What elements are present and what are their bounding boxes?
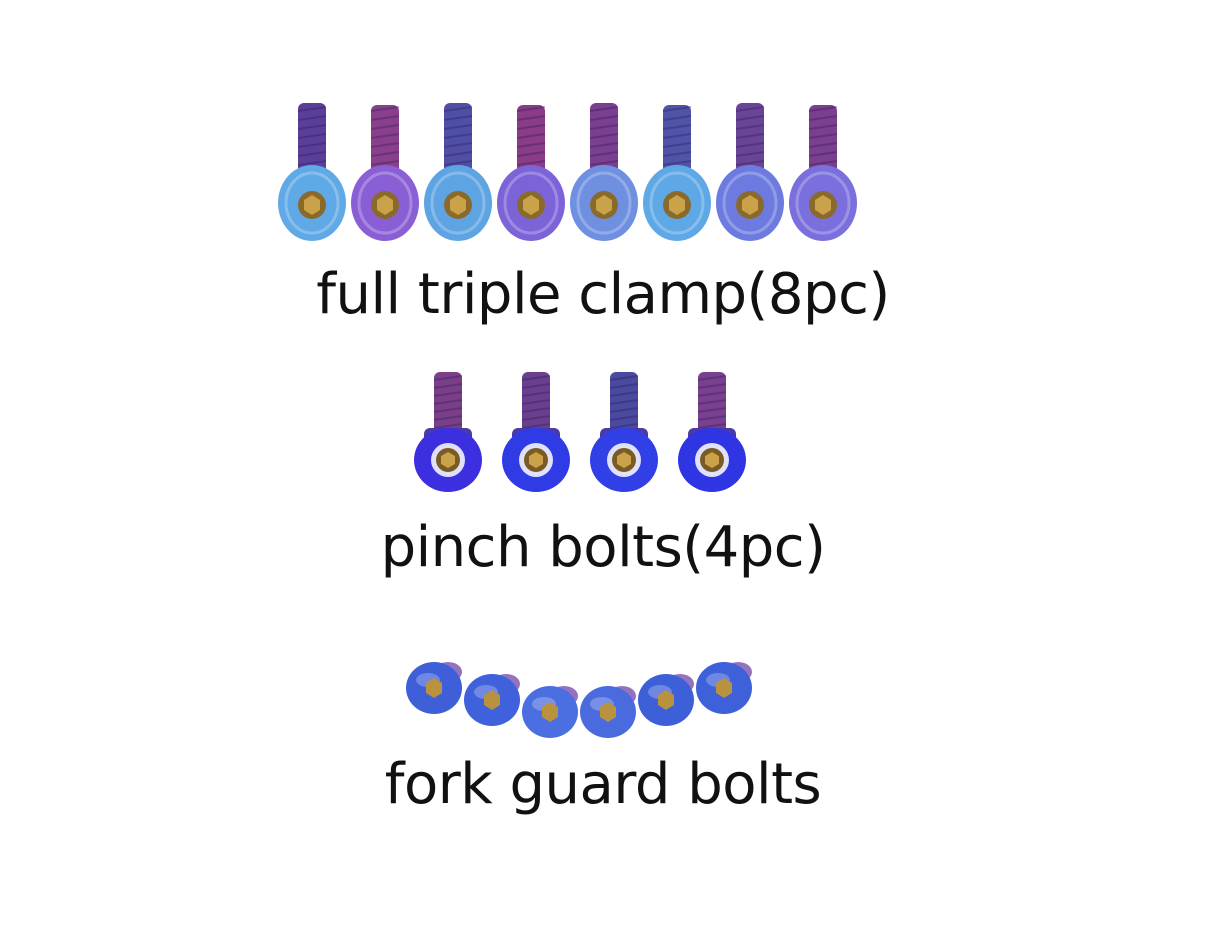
fork-guard-bolts-image xyxy=(406,662,752,738)
pinch-bolts-image xyxy=(414,372,746,492)
flange-bolt xyxy=(678,372,746,492)
button-head-bolt xyxy=(464,674,520,726)
button-head-bolt xyxy=(580,686,636,738)
pinch-bolts-label: pinch bolts(4pc) xyxy=(380,515,826,580)
button-head-bolt xyxy=(522,686,578,738)
socket-cap-bolt xyxy=(789,105,857,241)
button-head-bolt xyxy=(406,662,462,714)
flange-bolt xyxy=(502,372,570,492)
triple-clamp-bolts-image xyxy=(278,103,857,241)
socket-cap-bolt xyxy=(643,105,711,241)
button-head-bolt xyxy=(696,662,752,714)
socket-cap-bolt xyxy=(497,105,565,241)
socket-cap-bolt xyxy=(424,103,492,241)
fork-guard-bolts-label: fork guard bolts xyxy=(384,752,822,817)
flange-bolt xyxy=(590,372,658,492)
socket-cap-bolt xyxy=(351,105,419,241)
socket-cap-bolt xyxy=(278,103,346,241)
triple-clamp-label: full triple clamp(8pc) xyxy=(316,262,890,327)
socket-cap-bolt xyxy=(570,103,638,241)
button-head-bolt xyxy=(638,674,694,726)
socket-cap-bolt xyxy=(716,103,784,241)
flange-bolt xyxy=(414,372,482,492)
